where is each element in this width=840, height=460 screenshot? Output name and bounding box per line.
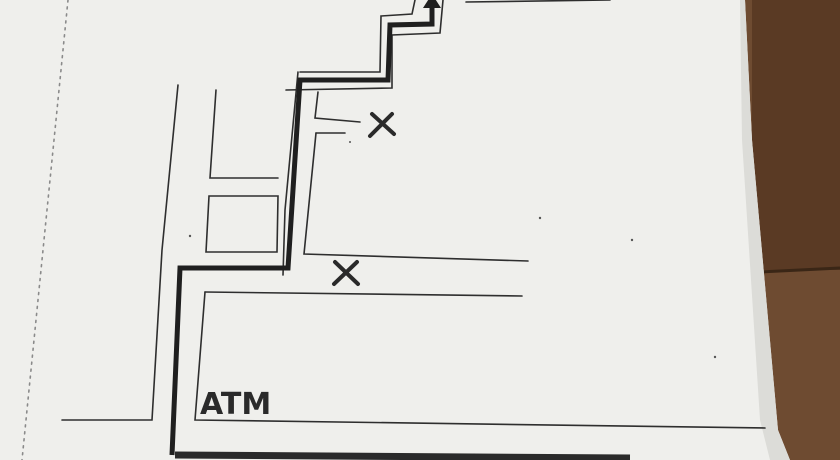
street-edge-lower: [204, 291, 523, 297]
paper-sheet: [0, 0, 790, 460]
street-edge-middle: [303, 132, 529, 262]
cross-marker-icon: [332, 260, 360, 286]
route-outline-left: [282, 71, 299, 276]
street-edge-left: [61, 84, 179, 421]
bottom-road: [174, 451, 631, 460]
route-outline-outer: [299, 0, 416, 73]
paper-speckles: [188, 141, 717, 359]
route-arrowhead-icon: [423, 0, 441, 8]
square-building: [205, 195, 279, 253]
street-edge-top: [465, 0, 611, 3]
street-lines: [21, 0, 766, 460]
block-upper-left: [209, 89, 279, 179]
block-lower: [194, 291, 766, 429]
paper-edge-shade: [740, 0, 790, 460]
table-shadow: [752, 0, 840, 270]
notch-upper: [314, 91, 361, 123]
marked-route: [169, 8, 435, 456]
cross-marker-icon: [368, 112, 396, 138]
atm-label: ATM: [200, 387, 271, 422]
table-edge: [759, 266, 840, 274]
